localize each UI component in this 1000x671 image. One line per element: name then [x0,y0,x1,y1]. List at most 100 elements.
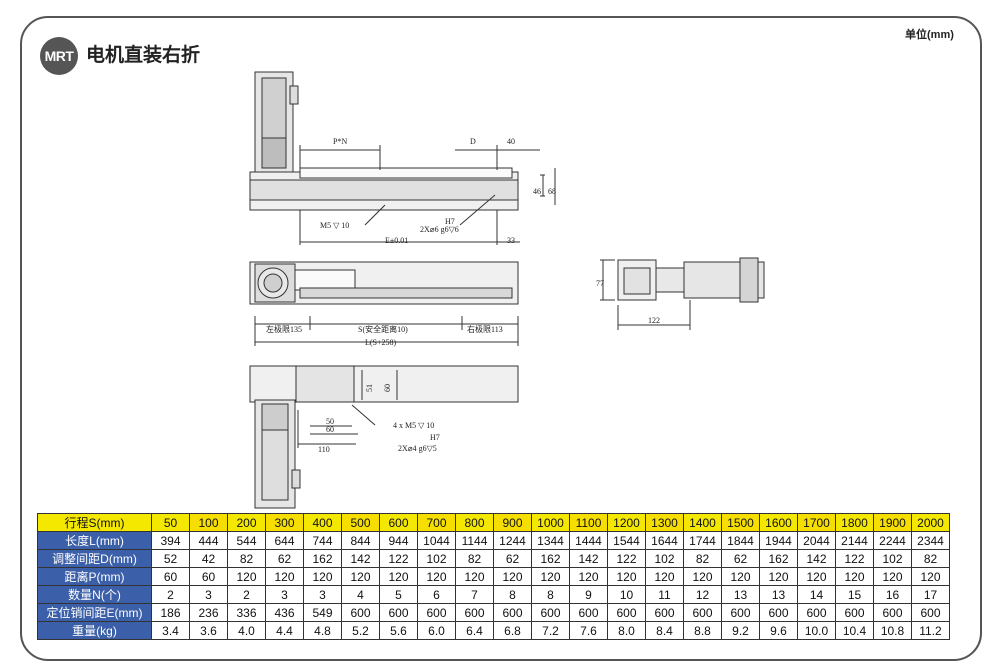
table-cell: 8.8 [683,621,722,640]
table-cell: 6.4 [455,621,494,640]
table-cell: 2000 [911,513,950,532]
table-cell: 11 [645,585,684,604]
table-cell: 2044 [797,531,836,550]
table-cell: 1900 [873,513,912,532]
label-33: 33 [507,236,515,245]
row-label: 长度L(mm) [37,531,152,550]
table-cell: 744 [303,531,342,550]
table-cell: 17 [911,585,950,604]
table-cell: 10.0 [797,621,836,640]
table-cell: 600 [835,603,874,622]
unit-label: 单位(mm) [905,29,954,41]
table-cell: 9.6 [759,621,798,640]
top-view: P*N D 40 46 68 M5 ▽ 10 H7 2X⌀6 g6▽6 E±0.… [249,71,556,245]
table-cell: 120 [379,567,418,586]
table-cell: 600 [531,603,570,622]
table-cell: 8 [493,585,532,604]
table-cell: 120 [531,567,570,586]
label-60v: 60 [383,384,392,392]
table-cell: 82 [227,549,266,568]
table-cell: 13 [759,585,798,604]
table-cell: 600 [683,603,722,622]
table-cell: 2244 [873,531,912,550]
table-cell: 60 [189,567,228,586]
table-cell: 102 [645,549,684,568]
table-cell: 120 [645,567,684,586]
table-cell: 162 [531,549,570,568]
table-cell: 600 [569,603,608,622]
end-view: 77 122 [596,257,765,330]
table-cell: 4 [341,585,380,604]
table-cell: 142 [569,549,608,568]
table-cell: 120 [303,567,342,586]
table-cell: 82 [683,549,722,568]
table-cell: 700 [417,513,456,532]
table-cell: 394 [151,531,190,550]
table-cell: 3 [189,585,228,604]
table-cell: 600 [493,603,532,622]
table-cell: 7 [455,585,494,604]
table-cell: 1044 [417,531,456,550]
table-cell: 102 [417,549,456,568]
table-cell: 1500 [721,513,760,532]
table-cell: 12 [683,585,722,604]
table-cell: 3 [303,585,342,604]
table-cell: 5.2 [341,621,380,640]
label-l-total: L(S+258) [365,338,397,347]
table-cell: 800 [455,513,494,532]
table-cell: 9.2 [721,621,760,640]
table-cell: 600 [721,603,760,622]
label-50: 50 [326,417,334,426]
table-cell: 336 [227,603,266,622]
table-cell: 120 [911,567,950,586]
row-label: 调整间距D(mm) [37,549,152,568]
table-cell: 6.0 [417,621,456,640]
table-cell: 600 [379,603,418,622]
table-cell: 1800 [835,513,874,532]
table-cell: 600 [455,603,494,622]
table-cell: 236 [189,603,228,622]
table-cell: 120 [227,567,266,586]
table-cell: 4.8 [303,621,342,640]
label-h7-bot: H7 [430,433,440,442]
table-cell: 1644 [645,531,684,550]
table-cell: 1000 [531,513,570,532]
table-cell: 62 [493,549,532,568]
table-cell: 300 [265,513,304,532]
table-cell: 6.8 [493,621,532,640]
table-cell: 162 [759,549,798,568]
label-122: 122 [648,316,660,325]
table-cell: 600 [417,603,456,622]
row-label: 重量(kg) [37,621,152,640]
table-cell: 844 [341,531,380,550]
table-cell: 122 [379,549,418,568]
table-cell: 900 [493,513,532,532]
table-cell: 7.2 [531,621,570,640]
page-title: 电机直装右折 [86,45,201,66]
table-cell: 15 [835,585,874,604]
table-cell: 122 [835,549,874,568]
table-cell: 1944 [759,531,798,550]
table-cell: 13 [721,585,760,604]
table-cell: 120 [797,567,836,586]
label-51: 51 [365,384,374,392]
table-cell: 62 [721,549,760,568]
table-cell: 62 [265,549,304,568]
table-cell: 444 [189,531,228,550]
table-cell: 3.6 [189,621,228,640]
table-cell: 60 [151,567,190,586]
table-cell: 120 [417,567,456,586]
label-40: 40 [507,137,515,146]
table-cell: 120 [607,567,646,586]
label-safe-dist: S(安全距离10) [358,324,408,334]
label-68: 68 [548,187,556,196]
table-cell: 1700 [797,513,836,532]
label-60h: 60 [326,425,334,434]
table-cell: 120 [265,567,304,586]
label-77: 77 [596,279,604,288]
label-46: 46 [533,187,541,196]
